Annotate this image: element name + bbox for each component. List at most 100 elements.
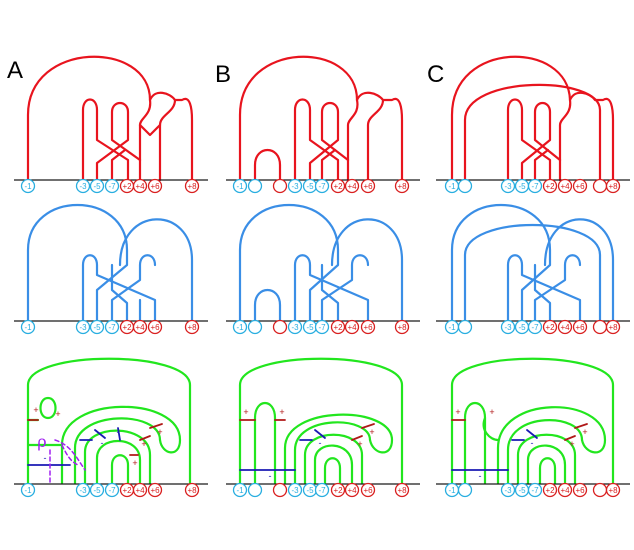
node-label: -1 [236, 182, 244, 191]
node-label: +4 [135, 182, 145, 191]
node-label: +8 [397, 182, 407, 191]
plus-sign: + [33, 405, 38, 415]
node-label: +8 [397, 486, 407, 495]
panel-c-row3-green-curve [450, 357, 615, 485]
minus-sign: - [101, 438, 104, 448]
node-label: -5 [306, 182, 314, 191]
node-label: -7 [318, 182, 326, 191]
node-circle [20, 319, 36, 335]
plus-sign: + [141, 439, 146, 449]
node-empty [592, 482, 608, 498]
node-minus3: -3 [500, 319, 516, 335]
node-circle [147, 178, 163, 194]
node-circle [287, 178, 303, 194]
node-circle [344, 178, 360, 194]
node-circle [89, 319, 105, 335]
node-circle [527, 482, 543, 498]
node-plus8: +8 [605, 319, 621, 335]
plus-sign: + [132, 458, 137, 468]
node-circle [344, 482, 360, 498]
node-minus1: -1 [232, 178, 248, 194]
node-circle [500, 178, 516, 194]
node-circle [360, 482, 376, 498]
node-plus6: +6 [360, 319, 376, 335]
node-empty [457, 178, 473, 194]
sign-markers: ++--+++-++--++++--++ [33, 405, 587, 481]
node-label: -1 [448, 323, 456, 332]
node-label: -3 [79, 323, 87, 332]
node-label: +6 [575, 182, 585, 191]
node-circle [314, 482, 330, 498]
node-circle [272, 319, 288, 335]
node-circle [344, 319, 360, 335]
node-circle [457, 482, 473, 498]
node-minus3: -3 [287, 482, 303, 498]
node-label: -3 [79, 182, 87, 191]
node-label: -7 [318, 323, 326, 332]
node-circle [572, 319, 588, 335]
node-minus3: -3 [287, 178, 303, 194]
node-empty [457, 319, 473, 335]
panel-a-row3-red-chords [27, 419, 163, 456]
node-circle [272, 482, 288, 498]
node-plus6: +6 [360, 178, 376, 194]
node-circle [89, 482, 105, 498]
node-circle [557, 482, 573, 498]
node-label: -5 [93, 486, 101, 495]
node-circle [457, 319, 473, 335]
node-circle [314, 319, 330, 335]
node-circle [132, 482, 148, 498]
node-label: -1 [236, 486, 244, 495]
node-empty [272, 319, 288, 335]
node-label: -1 [24, 323, 32, 332]
node-plus6: +6 [147, 319, 163, 335]
node-circle [557, 319, 573, 335]
node-label: +6 [150, 182, 160, 191]
node-label: -5 [306, 323, 314, 332]
node-minus5: -5 [514, 482, 530, 498]
node-minus7: -7 [314, 482, 330, 498]
node-label: -3 [291, 323, 299, 332]
node-circle [20, 178, 36, 194]
node-minus5: -5 [302, 319, 318, 335]
node-plus8: +8 [184, 319, 200, 335]
node-circle [147, 482, 163, 498]
node-label: +8 [608, 486, 618, 495]
node-circle [605, 319, 621, 335]
node-circle [542, 319, 558, 335]
node-label: +8 [187, 486, 197, 495]
node-label: +2 [333, 323, 343, 332]
panel-c-row1-red-curve [450, 55, 615, 182]
node-circle [542, 482, 558, 498]
node-label: -7 [531, 182, 539, 191]
node-label: +4 [347, 182, 357, 191]
plus-sign: + [489, 407, 494, 417]
node-empty [247, 178, 263, 194]
plus-sign: + [369, 427, 374, 437]
node-label: -3 [79, 486, 87, 495]
node-label: +4 [560, 182, 570, 191]
node-label: +6 [575, 323, 585, 332]
node-label: -1 [236, 323, 244, 332]
panel-a-row3-purple-arrows [49, 439, 86, 484]
node-minus7: -7 [527, 482, 543, 498]
node-plus8: +8 [184, 482, 200, 498]
node-label: -3 [504, 323, 512, 332]
node-minus5: -5 [89, 178, 105, 194]
node-circle [272, 178, 288, 194]
node-circle [75, 482, 91, 498]
node-label: +2 [333, 486, 343, 495]
node-label: -7 [108, 182, 116, 191]
node-label: -3 [291, 182, 299, 191]
node-plus2: +2 [542, 482, 558, 498]
node-plus4: +4 [557, 482, 573, 498]
node-label: +6 [575, 486, 585, 495]
node-circle [247, 319, 263, 335]
minus-sign: - [319, 438, 322, 448]
node-circle [75, 319, 91, 335]
panel-c-row3-blue-chords [451, 429, 538, 471]
node-plus6: +6 [360, 482, 376, 498]
node-label: -1 [24, 486, 32, 495]
node-circle [394, 178, 410, 194]
node-plus8: +8 [184, 178, 200, 194]
